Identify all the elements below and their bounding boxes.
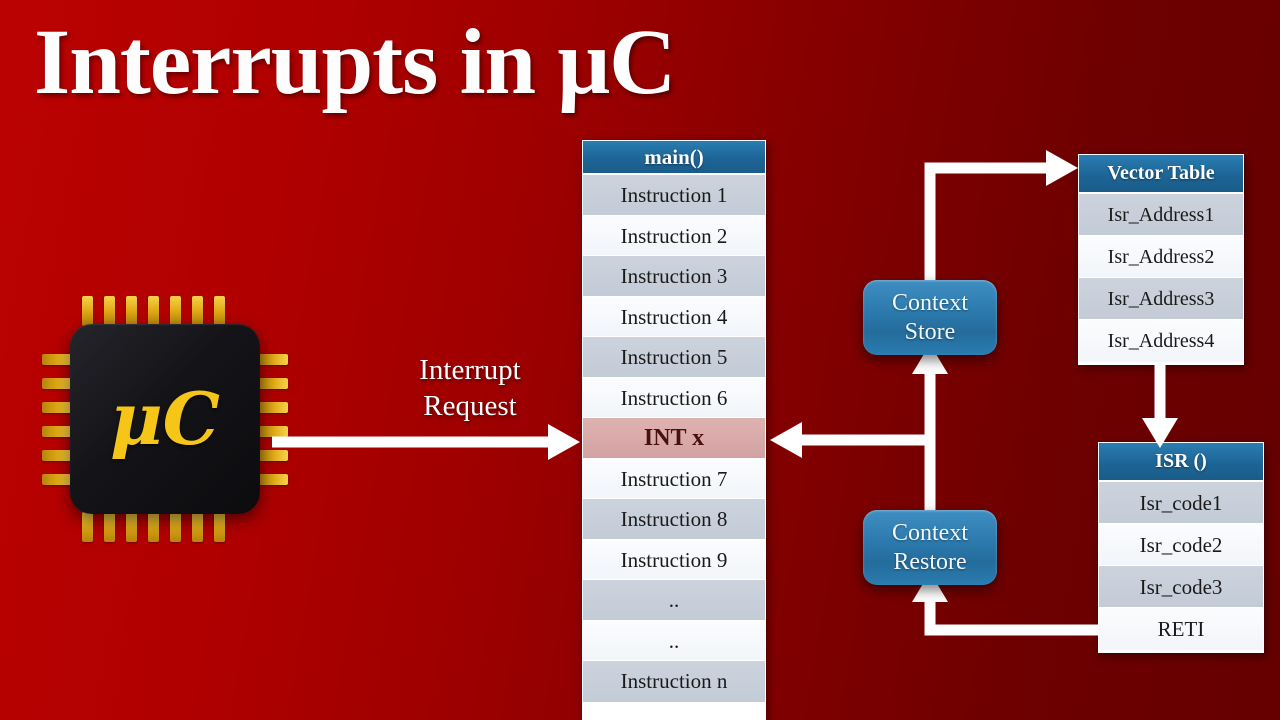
- chip-label: μC: [109, 376, 220, 461]
- arrow-vector-table-to-isr: [1142, 363, 1178, 448]
- chip-pin-bottom-1: [82, 512, 93, 542]
- chip-pin-top-7: [214, 296, 225, 326]
- chip-pin-bottom-4: [148, 512, 159, 542]
- chip-pin-right-5: [258, 450, 288, 461]
- chip-pin-top-5: [170, 296, 181, 326]
- context-store-line1: Context: [892, 290, 968, 317]
- context-restore-label: Context Restore: [892, 519, 968, 576]
- table-row: Isr_code2: [1099, 524, 1263, 566]
- isr-table: ISR () Isr_code1 Isr_code2 Isr_code3 RET…: [1098, 442, 1264, 653]
- table-row: Instruction 6: [583, 377, 765, 418]
- context-restore-line1: Context: [892, 520, 968, 547]
- table-row: Instruction 9: [583, 539, 765, 580]
- chip-pin-right-2: [258, 378, 288, 389]
- context-store-line2: Store: [904, 318, 956, 345]
- chip-pin-right-1: [258, 354, 288, 365]
- chip-pin-bottom-7: [214, 512, 225, 542]
- chip-pin-left-5: [42, 450, 72, 461]
- table-row: Isr_code3: [1099, 566, 1263, 608]
- chip-body: μC: [70, 324, 260, 514]
- table-row: Isr_Address3: [1079, 278, 1243, 320]
- interrupt-request-label: Interrupt Request: [362, 352, 578, 425]
- main-function-table: main() Instruction 1 Instruction 2 Instr…: [582, 140, 766, 720]
- microcontroller-chip: μC: [42, 296, 288, 542]
- table-row: Instruction 2: [583, 215, 765, 256]
- chip-pin-left-1: [42, 354, 72, 365]
- interrupt-request-line2: Request: [423, 390, 517, 423]
- table-row: Instruction 4: [583, 296, 765, 337]
- context-restore-box: Context Restore: [863, 510, 997, 585]
- chip-pin-right-6: [258, 474, 288, 485]
- chip-pin-left-3: [42, 402, 72, 413]
- table-row: Instruction 8: [583, 499, 765, 540]
- chip-pin-left-6: [42, 474, 72, 485]
- table-row: Instruction n: [583, 661, 765, 702]
- table-row: Instruction 7: [583, 458, 765, 499]
- chip-pin-top-2: [104, 296, 115, 326]
- chip-pin-top-6: [192, 296, 203, 326]
- table-row: RETI: [1099, 608, 1263, 650]
- chip-pin-bottom-3: [126, 512, 137, 542]
- chip-pin-top-3: [126, 296, 137, 326]
- table-row: Isr_Address2: [1079, 236, 1243, 278]
- table-row: Isr_code1: [1099, 482, 1263, 524]
- interrupt-row-int-x: INT x: [583, 418, 765, 459]
- chip-pin-bottom-5: [170, 512, 181, 542]
- vector-table: Vector Table Isr_Address1 Isr_Address2 I…: [1078, 154, 1244, 365]
- chip-pin-bottom-6: [192, 512, 203, 542]
- chip-pin-top-4: [148, 296, 159, 326]
- context-restore-line2: Restore: [893, 548, 967, 575]
- table-row: Isr_Address4: [1079, 320, 1243, 362]
- arrow-main-to-context-store: [912, 344, 948, 440]
- table-row: Instruction 1: [583, 175, 765, 216]
- table-row: ..: [583, 580, 765, 621]
- arrow-irq-to-main: [272, 424, 580, 460]
- page-title: Interrupts in μC: [34, 11, 676, 114]
- main-table-header: main(): [583, 141, 765, 175]
- chip-pin-right-3: [258, 402, 288, 413]
- arrow-store-to-vector-table: [924, 150, 1078, 280]
- chip-pin-left-4: [42, 426, 72, 437]
- arrow-restore-to-main: [770, 422, 930, 458]
- context-store-label: Context Store: [892, 289, 968, 346]
- table-row: Instruction 3: [583, 256, 765, 297]
- chip-pin-top-1: [82, 296, 93, 326]
- chip-pin-bottom-2: [104, 512, 115, 542]
- isr-table-header: ISR (): [1099, 443, 1263, 482]
- interrupt-request-line1: Interrupt: [419, 354, 521, 386]
- context-store-box: Context Store: [863, 280, 997, 355]
- vector-table-header: Vector Table: [1079, 155, 1243, 194]
- chip-pin-left-2: [42, 378, 72, 389]
- table-row: Isr_Address1: [1079, 194, 1243, 236]
- table-row: Instruction 5: [583, 337, 765, 378]
- table-row: ..: [583, 620, 765, 661]
- chip-pin-right-4: [258, 426, 288, 437]
